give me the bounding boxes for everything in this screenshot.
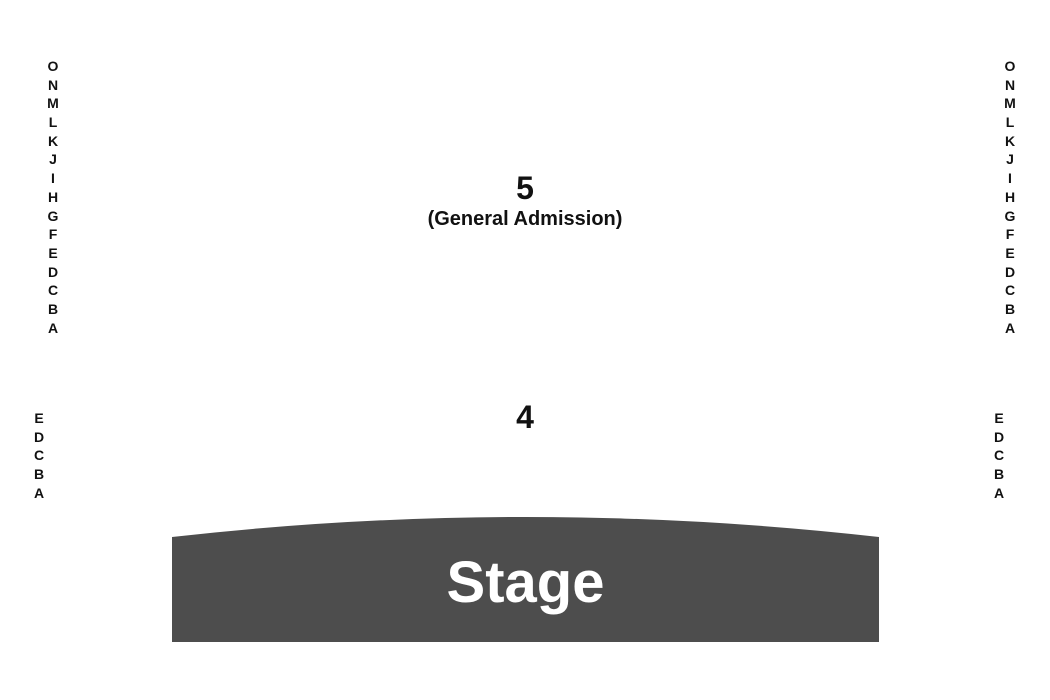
row-label-k-left: K (47, 132, 59, 149)
row-label-l-right: L (1005, 114, 1015, 131)
row-label-a-left: A (47, 319, 59, 336)
row-label-h-left: H (47, 188, 59, 205)
row-label-d-left: D (47, 263, 59, 280)
section-4-number: 4 (516, 399, 534, 435)
row-label-d-right: D (1004, 263, 1016, 280)
row-label-h-right: H (1004, 188, 1016, 205)
row-label-e-left: E (48, 244, 58, 261)
row-label-j-left: J (49, 151, 57, 168)
row-label-a-right: A (1004, 319, 1016, 336)
row-label-n-left: N (47, 76, 59, 93)
row-label-a-left: A (33, 484, 45, 501)
row-label-b-left: B (47, 300, 59, 317)
row-label-c-left: C (47, 282, 59, 299)
row-label-f-left: F (48, 226, 58, 243)
row-label-k-right: K (1004, 132, 1016, 149)
row-label-c-right: C (993, 447, 1005, 464)
row-label-e-right: E (1005, 244, 1015, 261)
stage-shape (172, 517, 879, 642)
section-5-number: 5 (516, 170, 534, 206)
stage-label: Stage (446, 550, 605, 615)
row-label-b-right: B (1004, 300, 1016, 317)
row-label-o-right: O (1004, 58, 1016, 74)
row-label-g-left: G (47, 207, 59, 224)
row-label-d-left: D (33, 428, 45, 445)
row-label-d-right: D (993, 428, 1005, 445)
row-label-g-right: G (1004, 207, 1016, 224)
row-label-b-right: B (993, 466, 1005, 483)
row-label-m-left: M (47, 95, 59, 112)
row-label-j-right: J (1006, 151, 1014, 168)
row-label-a-right: A (993, 484, 1005, 501)
row-label-c-right: C (1004, 282, 1016, 299)
row-label-o-left: O (47, 58, 59, 74)
row-label-i-right: I (1008, 170, 1012, 187)
row-label-i-left: I (51, 170, 55, 187)
section-5-subtitle: (General Admission) (427, 208, 623, 230)
row-label-f-right: F (1005, 226, 1015, 243)
row-label-c-left: C (33, 447, 45, 464)
row-label-b-left: B (33, 466, 45, 483)
row-label-m-right: M (1004, 95, 1016, 112)
row-label-n-right: N (1004, 76, 1016, 93)
row-label-l-left: L (48, 114, 58, 131)
row-label-e-right: E (994, 410, 1004, 426)
row-label-e-left: E (34, 410, 44, 426)
